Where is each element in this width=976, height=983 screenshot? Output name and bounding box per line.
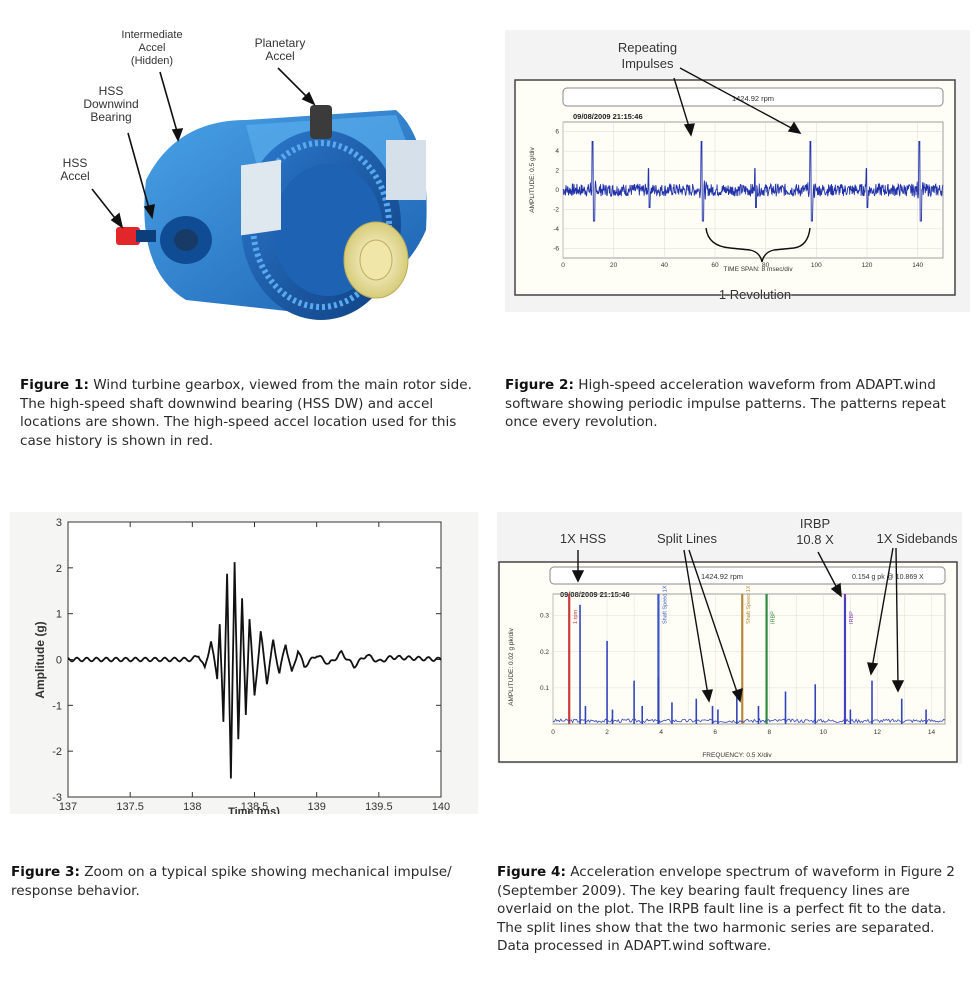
figure-2-y-tick: -6 [553, 245, 559, 252]
figure-2-x-tick: 120 [862, 262, 873, 269]
figure-4-rpm-box [549, 566, 946, 585]
figure-3-x-tick: 140 [432, 801, 450, 813]
figure-4-xlabel: FREQUENCY: 0.5 X/div [702, 752, 772, 759]
planetary-accel-label: Planetary Accel [254, 36, 306, 63]
figure-2-rpm-box [562, 87, 944, 107]
figure-3-y-tick: 0 [56, 655, 62, 667]
figure-2-y-tick: 2 [555, 168, 559, 175]
figure-3-y-tick: -1 [52, 700, 62, 712]
hss-downwind-bearing-label: HSS Downwind Bearing [83, 84, 139, 124]
figure-2-caption: Figure 2: High-speed acceleration wavefo… [505, 376, 967, 432]
figure-4-y-tick: 0.1 [540, 685, 549, 692]
figure-2-x-tick: 140 [912, 262, 923, 269]
figure-3-x-tick: 137.5 [116, 801, 144, 813]
figure-2-y-tick: 4 [555, 148, 559, 155]
figure-4-fault-line-label: Shaft Speed 1X [662, 585, 668, 624]
figure-3-x-tick: 137 [59, 801, 77, 813]
irbp-label: IRBP 10.8 X [796, 516, 834, 547]
figure-2-ticks: 0 20 40 60 80 100 120 140 -6 -4 -2 0 2 4 6 [553, 129, 923, 269]
figure-4-x-tick: 12 [874, 729, 882, 736]
figure-2-arrows [673, 67, 811, 263]
figure-2-ylabel: AMPLITUDE: 0.5 g/div [529, 147, 536, 213]
figure-4-rpm: 1424.92 rpm [701, 572, 743, 581]
figure-1-caption-label: Figure 1: [20, 377, 89, 393]
figure-3-x-tick: 139.5 [365, 801, 393, 813]
figure-4-x-tick: 0 [551, 729, 555, 736]
figure-2-xlabel: TIME SPAN: 8 msec/div [723, 266, 793, 273]
figure-2-y-tick: -4 [553, 226, 559, 233]
figure-3-x-tick: 138.5 [241, 801, 269, 813]
figure-3-caption: Figure 3: Zoom on a typical spike showin… [11, 863, 476, 900]
figure-1-caption-text: Wind turbine gearbox, viewed from the ma… [20, 377, 472, 449]
figure-4-x-tick: 4 [659, 729, 663, 736]
figure-1-image [66, 30, 450, 342]
figure-4-timestamp: 09/08/2009 21:15:46 [560, 590, 630, 599]
figure-2-y-tick: 6 [555, 129, 559, 136]
figure-4-frame [498, 561, 958, 763]
figure-4-fault-line-label: Shaft Speed 1X [746, 585, 752, 624]
figure-4-caption-text: Acceleration envelope spectrum of wavefo… [497, 864, 955, 954]
figure-4-fault-line-label: IRBP [771, 611, 777, 624]
hss-1x-label: 1X HSS [559, 531, 607, 546]
figure-3-y-tick: -3 [52, 792, 62, 804]
repeating-impulses-label: Repeating Impulses [617, 40, 678, 71]
figure-2-caption-text: High-speed acceleration waveform from AD… [505, 377, 946, 430]
figure-4-grid [552, 593, 946, 725]
figure-2-y-tick: -2 [553, 206, 559, 213]
figure-4-fault-line-label: IRBP [849, 611, 855, 624]
figure-4-x-tick: 8 [767, 729, 771, 736]
sidebands-label: 1X Sidebands [876, 531, 958, 546]
figure-3-y-tick: -2 [52, 746, 62, 758]
figure-4-y-tick: 0.3 [540, 613, 549, 620]
figure-2-rpm: 1424.92 rpm [732, 94, 774, 103]
figure-4-chart: 1424.92 rpm 0.154 g pk @ 10.869 X 09/08/… [498, 561, 958, 763]
figure-3-caption-text: Zoom on a typical spike showing mechanic… [11, 864, 452, 899]
figure-4-fault-line-label: 1 rpm [573, 610, 579, 624]
figure-3-ticks: 137 137.5 138 138.5 139 139.5 140 -3 -2 -1 0 1 2 3 [52, 517, 450, 813]
figure-3-y-tick: 2 [56, 563, 62, 575]
figure-3-chart: 137 137.5 138 138.5 139 139.5 140 -3 -2 -1 0 1 2 3 Am… [33, 517, 450, 818]
figure-3-x-tick: 138 [183, 801, 201, 813]
figure-4-caption: Figure 4: Acceleration envelope spectrum… [497, 863, 967, 956]
figure-4-y-tick: 0.2 [540, 649, 549, 656]
figure-2-timestamp: 09/08/2009 21:15:46 [573, 112, 643, 121]
figure-2-caption-label: Figure 2: [505, 377, 574, 393]
figure-3-y-tick: 1 [56, 609, 62, 621]
figure-4-caption-label: Figure 4: [497, 864, 566, 880]
split-lines-label: Split Lines [657, 531, 717, 546]
figure-2-x-tick: 40 [661, 262, 669, 269]
figure-3-x-tick: 139 [307, 801, 325, 813]
figure-4-x-tick: 6 [713, 729, 717, 736]
figure-3-line [67, 562, 442, 779]
figure-2-x-tick: 20 [610, 262, 618, 269]
figure-3-y-tick: 3 [56, 517, 62, 529]
hss-accel-label: HSS Accel [60, 156, 90, 183]
figure-4-noise-floor [552, 718, 946, 724]
figure-4-spectrum [552, 597, 946, 724]
one-revolution-label: 1 Revolution [718, 287, 792, 302]
figure-4-ylabel: AMPLITUDE: 0.02 g pk/div [508, 627, 515, 705]
figure-2-x-tick: 0 [561, 262, 565, 269]
gearbox-illustration [116, 105, 427, 320]
figure-2-x-tick: 80 [762, 262, 770, 269]
figure-1-arrows [91, 67, 316, 229]
figure-2-y-tick: 0 [555, 187, 559, 194]
figure-4-x-tick: 10 [820, 729, 828, 736]
figure-2-x-tick: 60 [711, 262, 719, 269]
intermediate-accel-label: Intermediate Accel (Hidden) [121, 29, 183, 67]
figure-2-x-tick: 100 [811, 262, 822, 269]
figure-4-ticks: 0 2 4 6 8 10 12 14 0.1 0.2 0.3 [540, 613, 936, 736]
figure-4-x-tick: 14 [928, 729, 936, 736]
figure-4-x-tick: 2 [605, 729, 609, 736]
figure-3-ylabel: Amplitude (g) [33, 621, 47, 698]
figure-2-waveform [562, 140, 944, 222]
figure-4: 1424.92 rpm 0.154 g pk @ 10.869 X 09/08/… [497, 512, 962, 764]
figure-3: 137 137.5 138 138.5 139 139.5 140 -3 -2 -1 0 1 2 3 Am… [10, 512, 478, 818]
figure-1-caption: Figure 1: Wind turbine gearbox, viewed f… [20, 376, 475, 450]
figure-3-caption-label: Figure 3: [11, 864, 80, 880]
